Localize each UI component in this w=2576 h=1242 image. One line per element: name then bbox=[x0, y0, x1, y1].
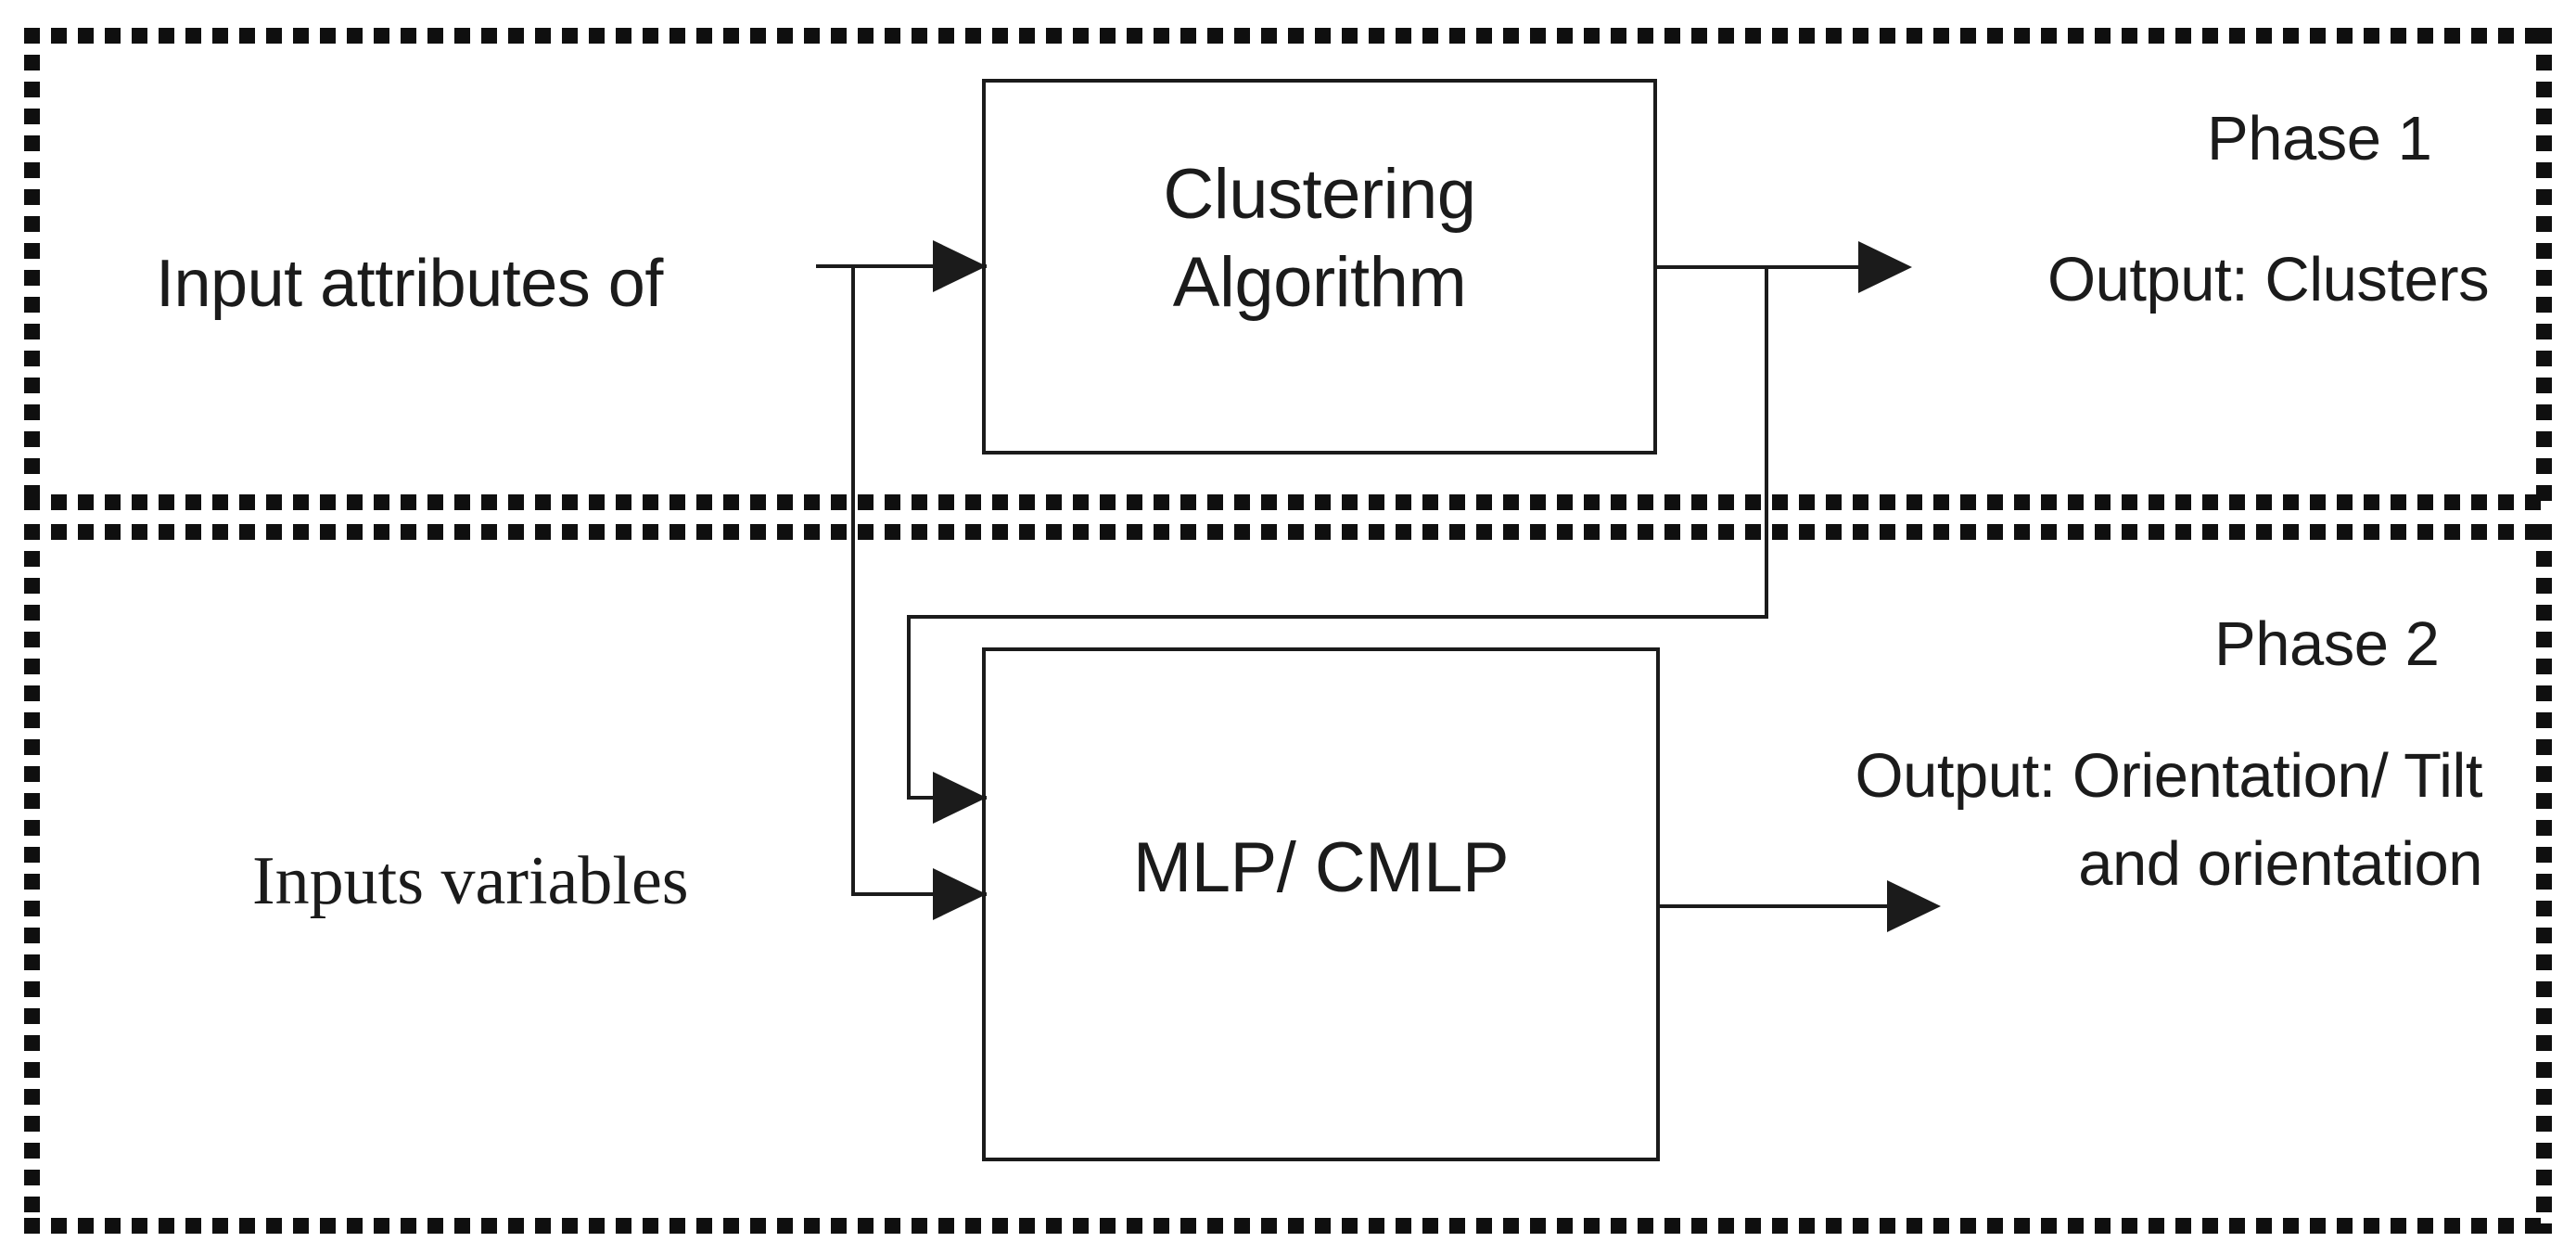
phase1-region bbox=[24, 28, 2552, 510]
clustering-box-label-line1: Clustering bbox=[1163, 155, 1476, 234]
connector-mlp-output bbox=[1660, 904, 1892, 908]
phase2-input-label: Inputs variables bbox=[252, 843, 689, 919]
phase1-border-bottom bbox=[24, 494, 2552, 510]
connector-input-vertical bbox=[851, 264, 855, 896]
connector-input-to-mlp bbox=[851, 892, 987, 896]
phase1-border-left bbox=[24, 28, 40, 510]
phase1-border-right bbox=[2536, 28, 2552, 510]
phase2-output-label: Output: Orientation/ Tilt and orientatio… bbox=[1855, 732, 2483, 908]
phase2-title: Phase 2 bbox=[2214, 609, 2440, 679]
arrowhead-mlp-output-icon bbox=[1887, 880, 1941, 932]
connector-feedback-vertical-right bbox=[1765, 265, 1768, 619]
phase1-border-top bbox=[24, 28, 2552, 44]
connector-feedback-vertical-left bbox=[907, 615, 911, 800]
mlp-cmlp-box: MLP/ CMLP bbox=[982, 647, 1660, 1161]
phase2-region bbox=[24, 524, 2552, 1234]
phase1-input-label: Input attributes of bbox=[156, 247, 663, 321]
phase1-title: Phase 1 bbox=[2207, 104, 2432, 173]
arrowhead-input-to-mlp-icon bbox=[933, 868, 987, 920]
phase1-output-label: Output: Clusters bbox=[2047, 245, 2490, 314]
phase2-border-left bbox=[24, 524, 40, 1234]
connector-clustering-output bbox=[1654, 265, 1868, 269]
phase2-border-right bbox=[2536, 524, 2552, 1234]
phase2-output-label-line1: Output: Orientation/ Tilt bbox=[1855, 741, 2483, 811]
clustering-algorithm-box: Clustering Algorithm bbox=[982, 79, 1657, 455]
phase2-output-label-line2: and orientation bbox=[2078, 829, 2482, 899]
clustering-box-label-line2: Algorithm bbox=[1172, 243, 1467, 322]
arrowhead-feedback-to-mlp-icon bbox=[933, 772, 987, 824]
phase2-border-bottom bbox=[24, 1218, 2552, 1234]
phase2-border-top bbox=[24, 524, 2552, 540]
connector-feedback-horizontal bbox=[907, 615, 1768, 619]
arrowhead-clustering-output-icon bbox=[1858, 241, 1912, 293]
mlp-box-label: MLP/ CMLP bbox=[1132, 827, 1510, 907]
arrowhead-input-to-clustering-icon bbox=[933, 240, 987, 292]
connector-input-to-clustering bbox=[816, 264, 987, 268]
